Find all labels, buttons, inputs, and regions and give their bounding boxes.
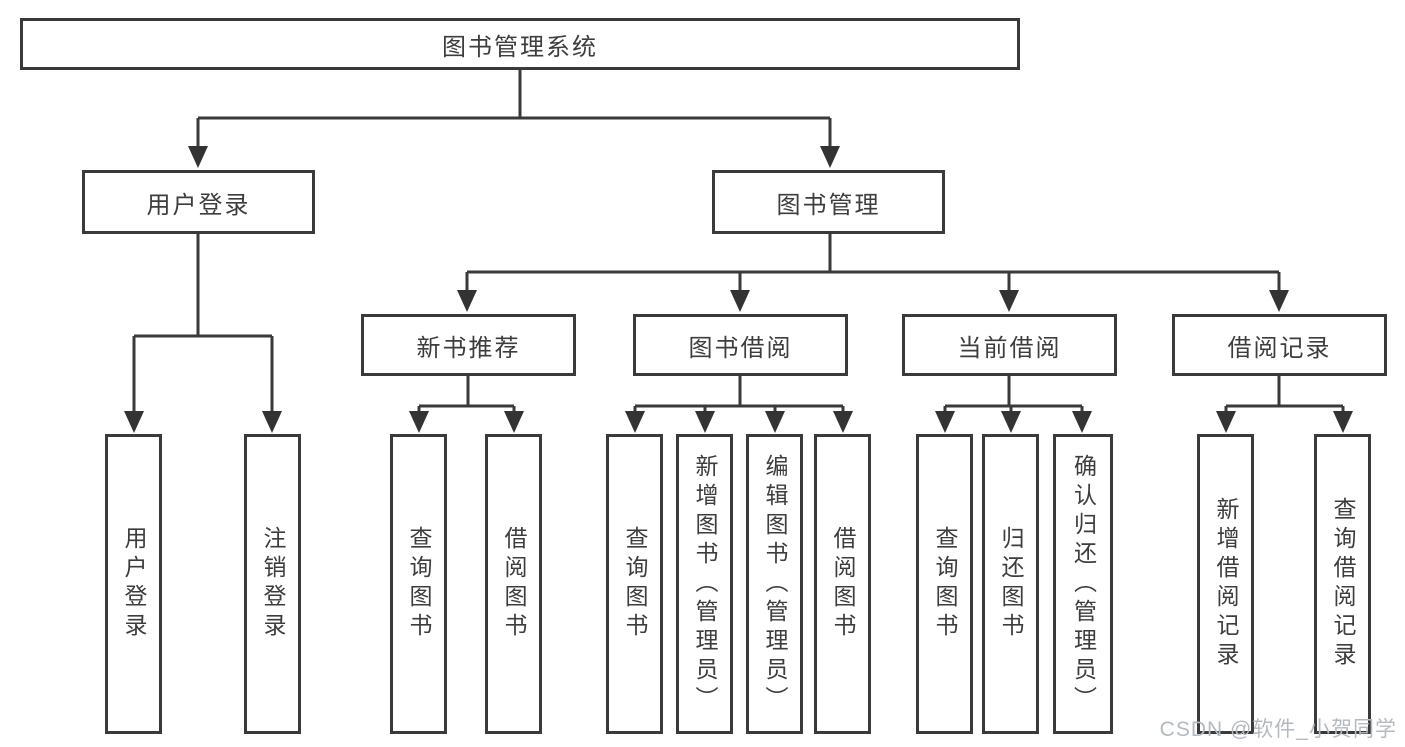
- node-new-book-recommend: 新书推荐: [361, 314, 576, 376]
- arrowhead-down-icon: [1333, 411, 1353, 433]
- leaf-label: 查询图书: [622, 526, 648, 642]
- leaf-label: 新增借阅记录: [1213, 497, 1239, 671]
- node-label: 当前借阅: [957, 334, 1062, 362]
- arrowhead-down-icon: [935, 411, 955, 433]
- leaf-current-return-books: 归还图书: [982, 434, 1039, 734]
- node-label: 图书管理系统: [442, 33, 598, 61]
- arrowhead-down-icon: [695, 411, 715, 433]
- leaf-label: 查询图书: [406, 526, 432, 642]
- leaf-label: 注销登录: [260, 526, 286, 642]
- leaf-label: 用户登录: [121, 526, 147, 642]
- arrowhead-down-icon: [409, 411, 429, 433]
- node-borrowing-records: 借阅记录: [1172, 314, 1387, 376]
- node-label: 新书推荐: [416, 334, 521, 362]
- node-current-borrowing: 当前借阅: [902, 314, 1117, 376]
- leaf-recommend-borrow-books: 借阅图书: [485, 434, 542, 734]
- leaf-records-query-record: 查询借阅记录: [1314, 434, 1371, 734]
- leaf-logout: 注销登录: [244, 434, 301, 734]
- arrowhead-down-icon: [504, 411, 524, 433]
- arrowhead-down-icon: [1001, 411, 1021, 433]
- node-book-management: 图书管理: [712, 170, 945, 234]
- arrowhead-down-icon: [262, 411, 282, 433]
- leaf-recommend-query-books: 查询图书: [390, 434, 447, 734]
- node-library-management-system: 图书管理系统: [20, 18, 1020, 70]
- node-label: 借阅记录: [1227, 334, 1332, 362]
- leaf-records-add-record: 新增借阅记录: [1197, 434, 1254, 734]
- leaf-borrowing-add-books-admin: 新增图书（管理员）: [676, 434, 733, 734]
- leaf-label: 借阅图书: [501, 526, 527, 642]
- arrowhead-down-icon: [999, 290, 1019, 312]
- arrowhead-down-icon: [820, 146, 840, 168]
- leaf-current-confirm-return-admin: 确认归还（管理员）: [1053, 434, 1113, 734]
- arrowhead-down-icon: [1216, 411, 1236, 433]
- node-label: 图书管理: [776, 191, 881, 219]
- csdn-watermark: CSDN @软件_小贺同学: [1159, 718, 1397, 741]
- leaf-label: 查询图书: [932, 526, 958, 642]
- leaf-label: 确认归还（管理员）: [1070, 453, 1097, 715]
- leaf-user-login: 用户登录: [105, 434, 162, 734]
- arrowhead-down-icon: [188, 146, 208, 168]
- node-book-borrowing: 图书借阅: [633, 314, 848, 376]
- leaf-label: 编辑图书（管理员）: [762, 453, 788, 715]
- node-label: 图书借阅: [688, 334, 793, 362]
- arrowhead-down-icon: [625, 411, 645, 433]
- leaf-label: 借阅图书: [830, 526, 856, 642]
- leaf-borrowing-borrow-books: 借阅图书: [814, 434, 871, 734]
- arrowhead-down-icon: [765, 411, 785, 433]
- arrowhead-down-icon: [833, 411, 853, 433]
- leaf-current-query-books: 查询图书: [916, 434, 973, 734]
- leaf-label: 新增图书（管理员）: [692, 453, 718, 715]
- leaf-label: 查询借阅记录: [1330, 497, 1356, 671]
- arrowhead-down-icon: [457, 290, 477, 312]
- arrowhead-down-icon: [1269, 290, 1289, 312]
- tree-edges: [132, 70, 1345, 414]
- arrowhead-down-icon: [730, 290, 750, 312]
- leaf-borrowing-edit-books-admin: 编辑图书（管理员）: [746, 434, 803, 734]
- node-label: 用户登录: [146, 191, 251, 219]
- leaf-label: 归还图书: [998, 526, 1024, 642]
- leaf-borrowing-query-books: 查询图书: [606, 434, 663, 734]
- arrowhead-down-icon: [1072, 411, 1092, 433]
- node-user-login: 用户登录: [82, 170, 315, 234]
- arrowhead-down-icon: [124, 411, 144, 433]
